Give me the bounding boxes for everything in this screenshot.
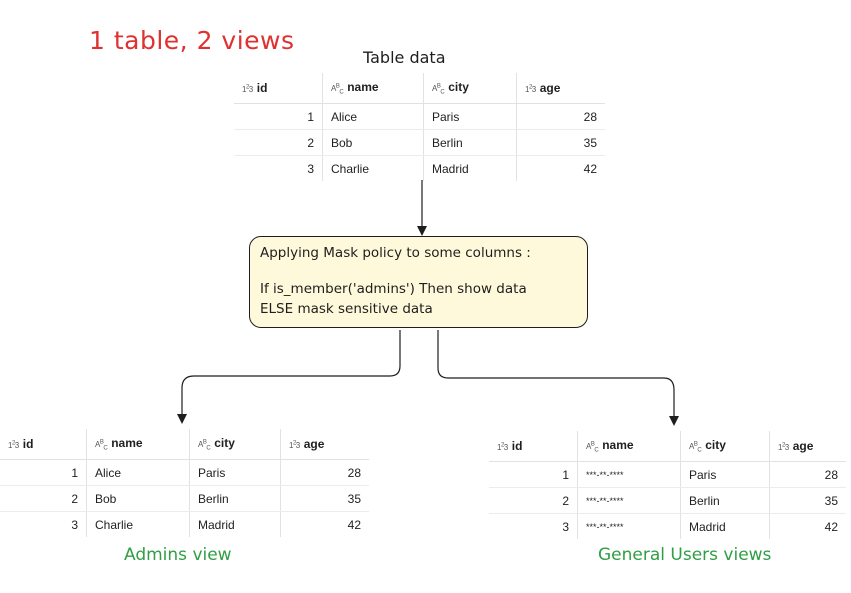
- cell-city: Berlin: [423, 129, 517, 156]
- cell-city: Madrid: [189, 511, 281, 537]
- table-row: 1 ***-**-**** Paris 28: [489, 461, 846, 488]
- cell-id: 2: [234, 129, 323, 156]
- cell-id: 3: [234, 155, 323, 181]
- arrow-to-admin-view: [177, 330, 401, 424]
- cell-city: Paris: [423, 103, 517, 130]
- cell-age: 42: [583, 161, 597, 176]
- users-view-caption: General Users views: [598, 545, 772, 565]
- cell-age: 42: [824, 519, 838, 534]
- cell-city: Paris: [189, 459, 281, 486]
- table-row: 2 Bob Berlin 35: [0, 485, 369, 512]
- text-type-icon: ABC: [689, 441, 702, 454]
- cell-city: Madrid: [423, 155, 517, 181]
- cell-city: Paris: [680, 461, 770, 488]
- table-row: 2 Bob Berlin 35: [234, 129, 605, 156]
- cell-name: Charlie: [322, 155, 424, 181]
- cell-id: 3: [489, 513, 578, 539]
- admins-view-caption: Admins view: [124, 545, 232, 565]
- cell-name: Alice: [322, 103, 424, 130]
- cell-age: 42: [347, 517, 361, 532]
- arrow-to-users-view: [437, 330, 679, 426]
- numeric-type-icon: 123: [525, 84, 536, 94]
- text-type-icon: ABC: [586, 441, 599, 454]
- numeric-type-icon: 123: [497, 442, 508, 452]
- text-type-icon: ABC: [432, 83, 445, 96]
- source-table-caption: Table data: [363, 48, 446, 67]
- cell-name-masked: ***-**-****: [577, 513, 681, 539]
- cell-age: 28: [516, 103, 605, 130]
- table-row: 1 Alice Paris 28: [234, 103, 605, 130]
- text-type-icon: ABC: [198, 439, 211, 452]
- policy-line: If is_member('admins') Then show data: [260, 281, 527, 297]
- table-row: 3 ***-**-**** Madrid 42: [489, 513, 846, 539]
- table-row: 1 Alice Paris 28: [0, 459, 369, 486]
- policy-line: ELSE mask sensitive data: [260, 301, 433, 317]
- table-row: 3 Charlie Madrid 42: [0, 511, 369, 537]
- cell-name-masked: ***-**-****: [577, 487, 681, 514]
- cell-city: Berlin: [189, 485, 281, 512]
- numeric-type-icon: 123: [8, 440, 19, 450]
- table-row: 2 ***-**-**** Berlin 35: [489, 487, 846, 514]
- policy-line: Applying Mask policy to some columns :: [260, 245, 531, 261]
- cell-id: 2: [489, 487, 578, 514]
- numeric-type-icon: 123: [289, 440, 300, 450]
- cell-city: Berlin: [680, 487, 770, 514]
- text-type-icon: ABC: [331, 83, 344, 96]
- cell-id: 2: [0, 485, 87, 512]
- numeric-type-icon: 123: [242, 84, 253, 94]
- text-type-icon: ABC: [95, 439, 108, 452]
- diagram-title: 1 table, 2 views: [89, 26, 295, 55]
- cell-age: 28: [769, 461, 846, 488]
- cell-name-masked: ***-**-****: [577, 461, 681, 488]
- cell-age: 35: [516, 129, 605, 156]
- cell-name: Alice: [86, 459, 190, 486]
- cell-id: 1: [489, 461, 578, 488]
- cell-id: 1: [0, 459, 87, 486]
- cell-name: Bob: [86, 485, 190, 512]
- cell-city: Madrid: [680, 513, 770, 539]
- numeric-type-icon: 123: [778, 442, 789, 452]
- cell-age: 35: [280, 485, 369, 512]
- cell-id: 1: [234, 103, 323, 130]
- cell-id: 3: [0, 511, 87, 537]
- mask-policy-box: Applying Mask policy to some columns : I…: [249, 236, 588, 328]
- cell-age: 35: [769, 487, 846, 514]
- cell-name: Bob: [322, 129, 424, 156]
- table-row: 3 Charlie Madrid 42: [234, 155, 605, 181]
- cell-name: Charlie: [86, 511, 190, 537]
- cell-age: 28: [280, 459, 369, 486]
